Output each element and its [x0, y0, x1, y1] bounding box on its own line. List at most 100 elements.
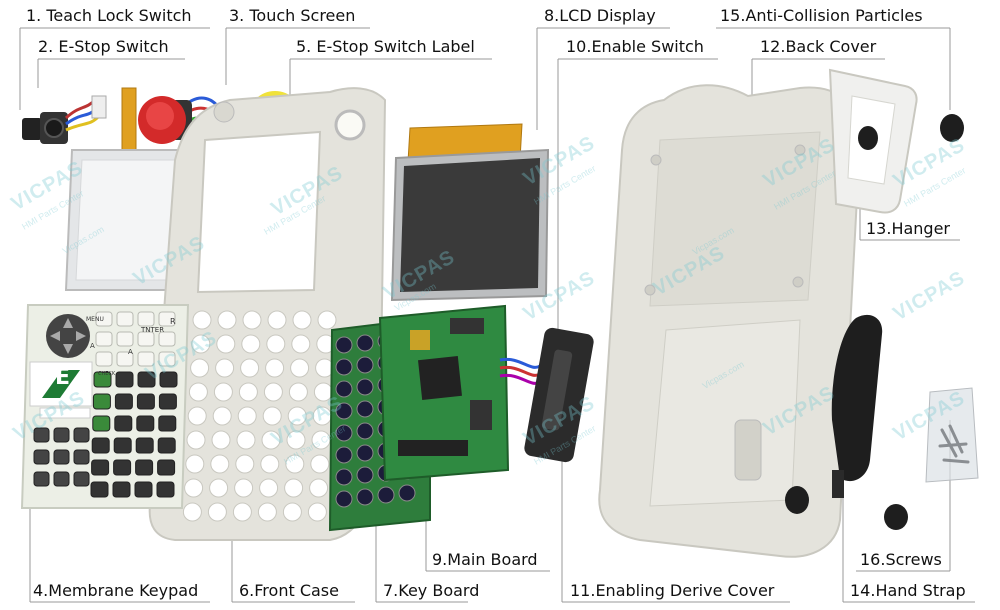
capacitor: [356, 378, 374, 396]
case-hole: [211, 430, 231, 450]
case-hole: [290, 358, 310, 378]
case-hole: [282, 502, 302, 522]
case-hole: [216, 334, 236, 354]
case-hole: [188, 382, 208, 402]
capacitor: [356, 444, 374, 462]
keypad-key-a-2: A: [128, 348, 133, 356]
keypad-dark-keys: [33, 371, 178, 498]
keypad-key-tnter: TNTER: [141, 326, 165, 334]
estop-switch-part: [138, 96, 225, 144]
keypad-dark-key: [33, 427, 50, 443]
keypad-dark-key: [134, 481, 153, 498]
leader-lines: [19, 27, 975, 603]
keypad-dark-key: [91, 459, 110, 476]
case-hole: [184, 478, 204, 498]
keypad-key: [158, 351, 176, 367]
keypad-dark-key: [73, 449, 90, 465]
case-hole: [309, 478, 329, 498]
case-hole: [187, 406, 207, 426]
label-teach-lock-switch: 1. Teach Lock Switch: [26, 6, 192, 25]
keypad-dark-key: [156, 481, 175, 498]
main-board-part: [378, 304, 510, 482]
case-hole: [260, 454, 280, 474]
keypad-dark-key: [137, 371, 156, 388]
keypad-dark-key: [112, 481, 131, 498]
keypad-dark-key: [53, 449, 70, 465]
keypad-key: [116, 311, 134, 327]
case-hole: [235, 454, 255, 474]
touch-ribbon-part: [121, 87, 137, 157]
case-hole: [186, 430, 206, 450]
case-hole: [317, 310, 337, 330]
keypad-key-a: A: [90, 342, 95, 350]
case-hole: [234, 478, 254, 498]
hand-strap-part: [831, 314, 883, 498]
capacitor: [356, 356, 374, 374]
case-hole: [236, 430, 256, 450]
keypad-dark-key: [90, 481, 109, 498]
keypad-dark-key: [136, 393, 155, 410]
case-hole: [267, 310, 287, 330]
keypad-dark-key: [92, 393, 111, 410]
keypad-dark-key: [113, 437, 132, 454]
anti-collision-particles-part: [785, 114, 964, 530]
capacitor: [335, 490, 353, 508]
keypad-dark-key: [158, 393, 177, 410]
keypad-key-check: CHECK: [98, 371, 116, 377]
capacitor: [335, 358, 353, 376]
label-lcd-display: 8.LCD Display: [544, 6, 656, 25]
keypad-dark-key: [136, 415, 155, 432]
front-case-holes: [182, 310, 337, 522]
case-hole: [191, 334, 211, 354]
label-screws: 16.Screws: [860, 550, 942, 569]
keypad-key: [137, 331, 155, 347]
lcd-display-part: [390, 123, 550, 302]
case-hole: [232, 502, 252, 522]
keypad-dark-key: [92, 415, 111, 432]
screws-part: [925, 387, 979, 483]
case-hole: [286, 430, 306, 450]
case-hole: [207, 502, 227, 522]
membrane-keypad-part: [20, 304, 190, 509]
capacitor: [335, 424, 353, 442]
case-hole: [238, 382, 258, 402]
keypad-dark-key: [73, 427, 90, 443]
capacitor: [335, 402, 353, 420]
case-hole: [307, 502, 327, 522]
case-hole: [240, 358, 260, 378]
keypad-dark-key: [158, 415, 177, 432]
label-anti-collision-particles: 15.Anti-Collision Particles: [720, 6, 923, 25]
back-cover-part: [598, 84, 862, 558]
label-back-cover: 12.Back Cover: [760, 37, 877, 56]
capacitor: [377, 486, 395, 504]
case-hole: [190, 358, 210, 378]
keypad-key: [95, 331, 113, 347]
case-hole: [265, 358, 285, 378]
case-hole: [288, 382, 308, 402]
keypad-key: [95, 311, 113, 327]
case-hole: [285, 454, 305, 474]
case-hole: [192, 310, 212, 330]
label-membrane-keypad: 4.Membrane Keypad: [33, 581, 199, 600]
label-front-case: 6.Front Case: [239, 581, 339, 600]
case-hole: [284, 478, 304, 498]
keypad-dark-key: [93, 371, 112, 388]
keypad-dark-key: [135, 437, 154, 454]
keypad-dark-key: [114, 415, 133, 432]
keypad-dark-key: [157, 459, 176, 476]
keypad-dark-key: [73, 471, 90, 487]
capacitor: [335, 336, 353, 354]
keypad-key: [137, 351, 155, 367]
case-hole: [242, 310, 262, 330]
case-hole: [217, 310, 237, 330]
keypad-key-menu: MENU: [86, 316, 104, 323]
label-hanger: 13.Hanger: [866, 219, 950, 238]
keypad-dark-key: [33, 471, 50, 487]
capacitor: [398, 484, 416, 502]
case-hole: [259, 478, 279, 498]
case-hole: [263, 382, 283, 402]
case-hole: [291, 334, 311, 354]
case-hole: [266, 334, 286, 354]
